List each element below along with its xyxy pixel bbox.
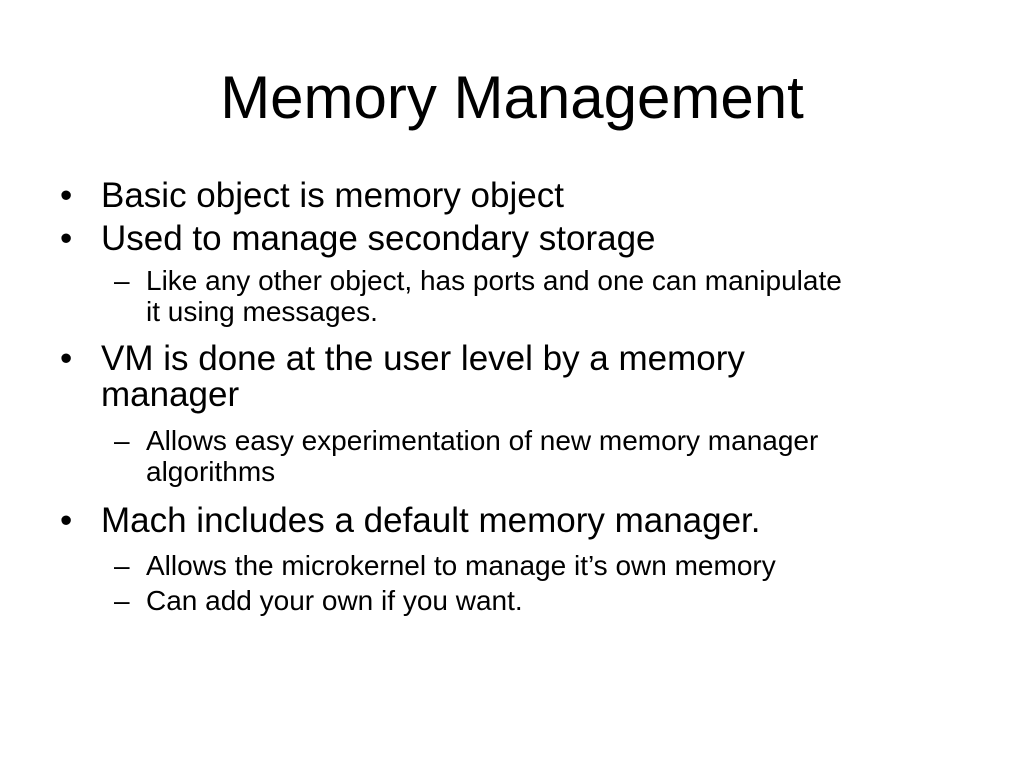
sub-bullet-text: Allows easy experimentation of new memor…	[146, 425, 819, 487]
sub-bullet-marker: –	[114, 265, 130, 296]
sub-bullet-text: Like any other object, has ports and one…	[146, 265, 842, 327]
sub-bullet-marker: –	[114, 425, 130, 456]
bullet-item: • Mach includes a default memory manager…	[55, 503, 955, 539]
slide-title: Memory Management	[220, 64, 804, 131]
bullet-item: • Basic object is memory object	[55, 178, 955, 214]
sub-bullet-text: Allows the microkernel to manage it’s ow…	[146, 550, 776, 581]
sub-bullet-item: – Allows the microkernel to manage it’s …	[55, 550, 955, 581]
bullet-marker: •	[60, 219, 73, 258]
bullet-text: Basic object is memory object	[101, 176, 564, 215]
sub-bullet-marker: –	[114, 585, 130, 616]
bullet-item: • Used to manage secondary storage	[55, 221, 955, 257]
bullet-marker: •	[60, 176, 73, 215]
bullet-text: Used to manage secondary storage	[101, 219, 656, 258]
sub-bullet-text: Can add your own if you want.	[146, 585, 523, 616]
sub-bullet-item: – Allows easy experimentation of new mem…	[55, 425, 955, 487]
sub-bullet-marker: –	[114, 550, 130, 581]
sub-bullet-item: – Like any other object, has ports and o…	[55, 265, 955, 327]
bullet-text: VM is done at the user level by a memory…	[101, 339, 745, 414]
bullet-marker: •	[60, 339, 73, 378]
bullet-marker: •	[60, 501, 73, 540]
sub-bullet-item: – Can add your own if you want.	[55, 585, 955, 616]
bullet-list: • Basic object is memory object • Used t…	[55, 178, 955, 617]
bullet-text: Mach includes a default memory manager.	[101, 501, 761, 540]
bullet-item: • VM is done at the user level by a memo…	[55, 341, 955, 413]
